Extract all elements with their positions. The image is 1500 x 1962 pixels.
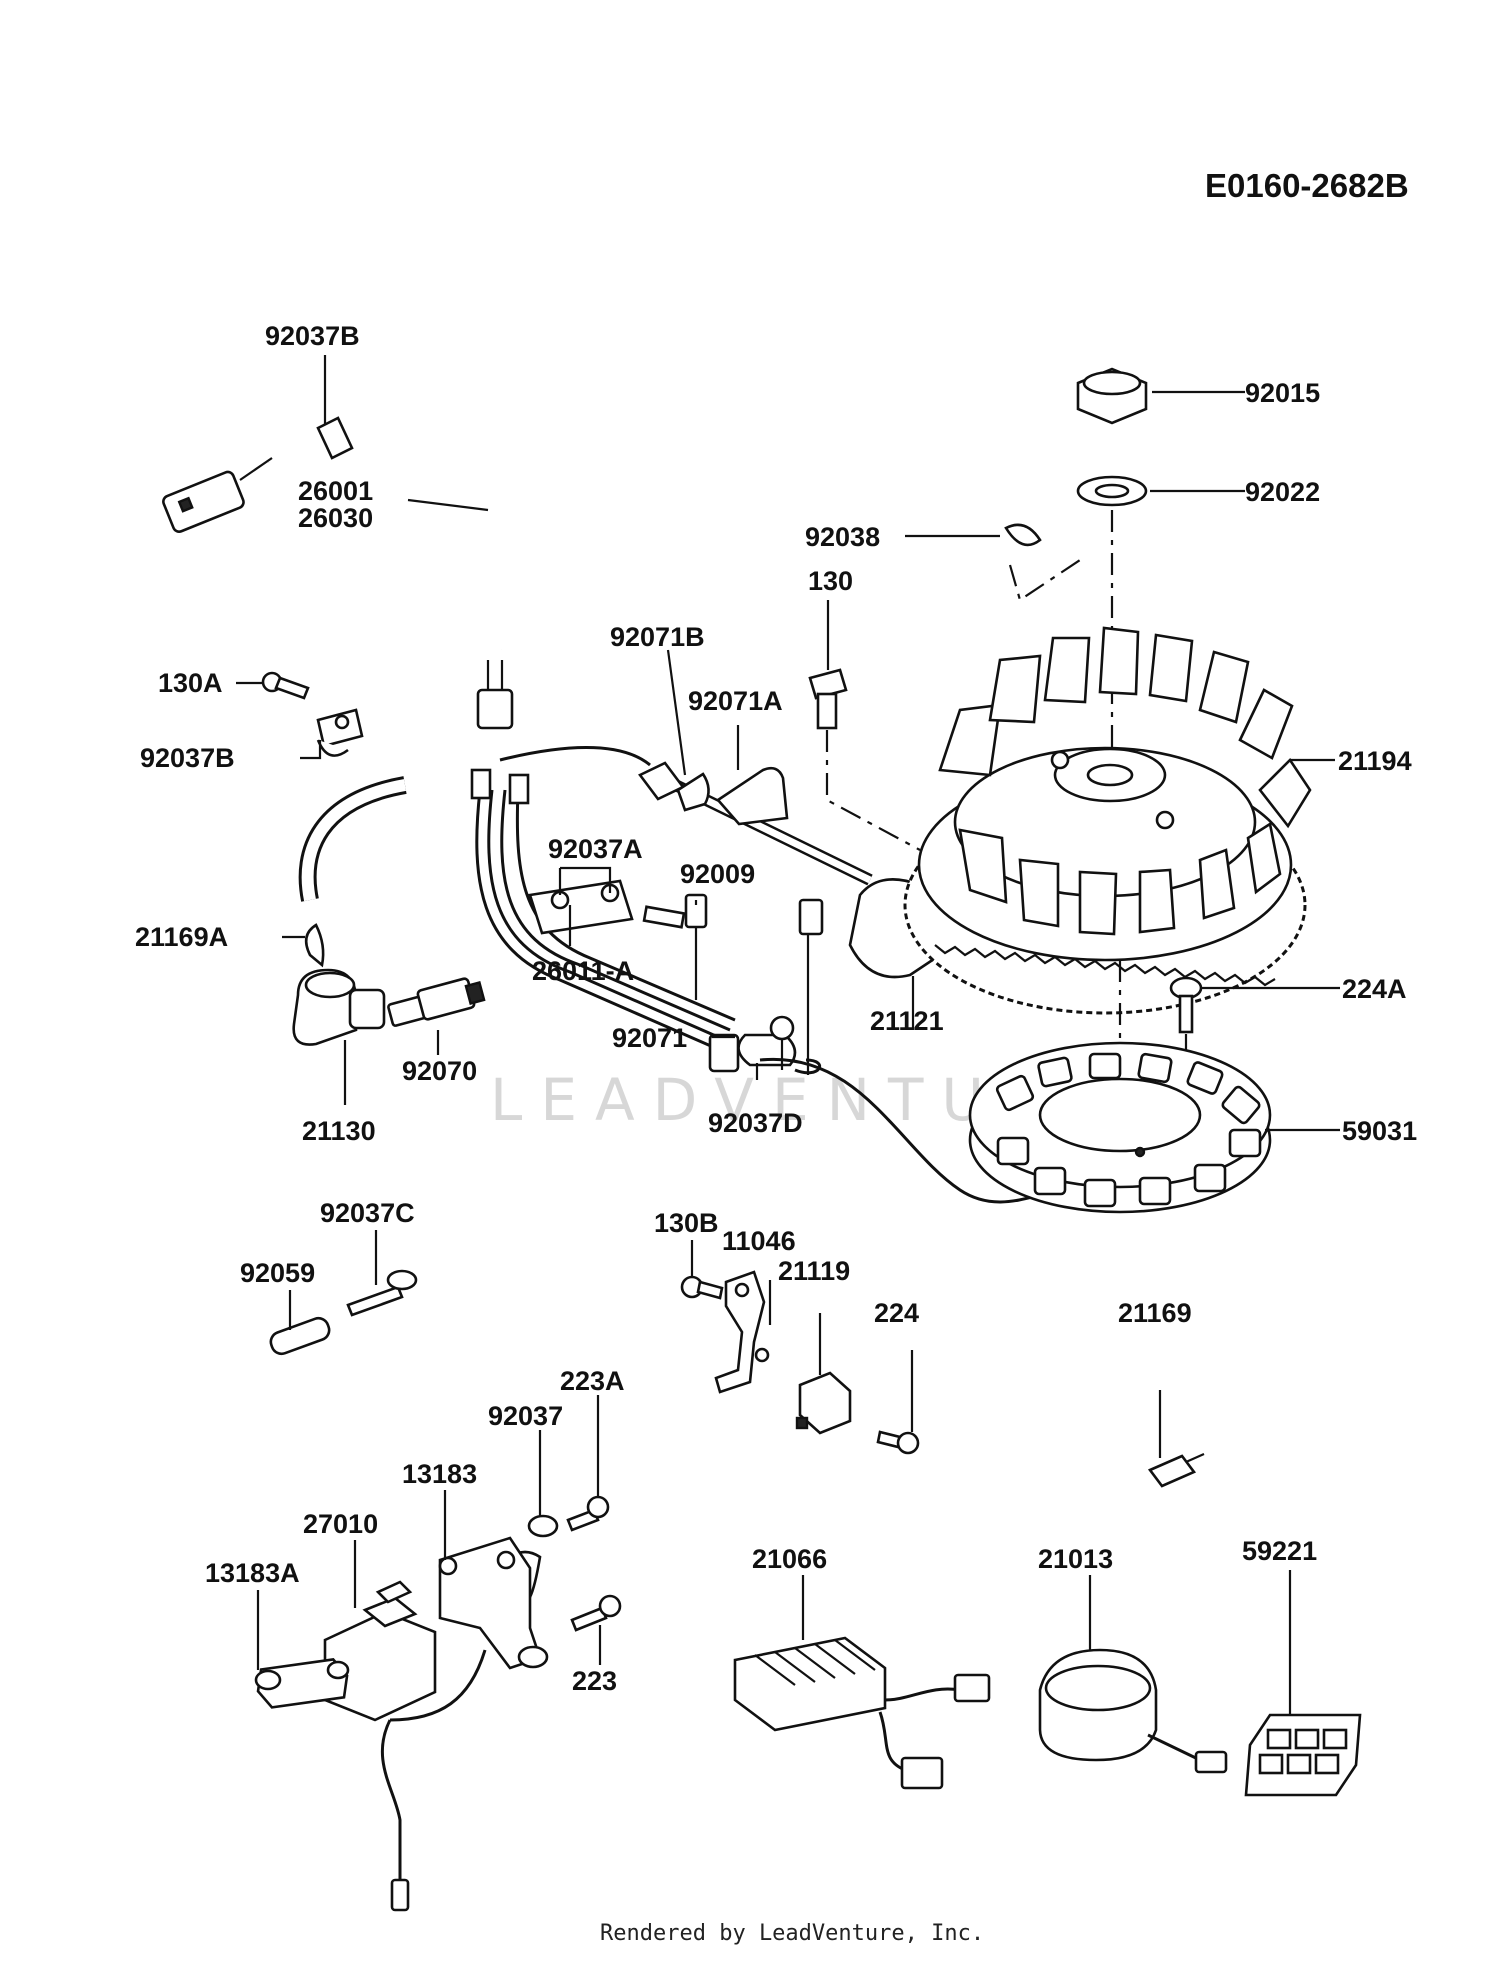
- callout-labels: 92037B 26001 26030 130A 92037B 21169A 21…: [135, 321, 1417, 1696]
- screw-224A: [1169, 976, 1203, 1034]
- plate-13183: [438, 1536, 549, 1670]
- terminal-21169: [1147, 1452, 1205, 1488]
- clamp-92037B-top: [316, 416, 354, 460]
- pin-92059: [269, 1316, 331, 1356]
- bolt-130A: [261, 671, 310, 700]
- regulator-21066: [733, 1636, 991, 1790]
- callout-223A: 223A: [560, 1366, 625, 1396]
- wire-harness-26001: [162, 377, 514, 730]
- screw-224: [876, 1430, 920, 1455]
- diagram-code: E0160-2682B: [1205, 167, 1409, 204]
- washer-92022: [1076, 475, 1148, 507]
- terminal-21169A: [304, 923, 325, 968]
- stator-59031: [968, 1041, 1272, 1214]
- callout-224A: 224A: [1342, 974, 1407, 1004]
- plate-13183A: [254, 1658, 350, 1709]
- callout-130A: 130A: [158, 668, 223, 698]
- plug-cap-21130: [292, 968, 386, 1046]
- callout-26001: 26001: [298, 476, 373, 506]
- callout-92037B-top: 92037B: [265, 321, 360, 351]
- connector-59221: [1244, 1713, 1362, 1797]
- nut-92015: [1076, 367, 1148, 425]
- clamp-92037B-mid: [316, 708, 364, 757]
- bracket-11046: [714, 1270, 770, 1394]
- callout-92022: 92022: [1245, 477, 1320, 507]
- callout-26030: 26030: [298, 503, 373, 533]
- module-21119: [795, 1371, 852, 1435]
- flywheel-21194: [903, 626, 1312, 1015]
- screw-223A: [566, 1495, 610, 1532]
- lead-wire-26011-A: [470, 768, 736, 1052]
- callout-92015: 92015: [1245, 378, 1320, 408]
- callout-21066: 21066: [752, 1544, 827, 1574]
- callout-13183A: 13183A: [205, 1558, 300, 1588]
- callout-59031: 59031: [1342, 1116, 1417, 1146]
- callout-27010: 27010: [303, 1509, 378, 1539]
- callout-92059: 92059: [240, 1258, 315, 1288]
- callout-92037C: 92037C: [320, 1198, 415, 1228]
- callout-130: 130: [808, 566, 853, 596]
- bolt-130B: [680, 1275, 724, 1300]
- callout-92037A: 92037A: [548, 834, 643, 864]
- bolt-130: [808, 668, 848, 730]
- callout-92038: 92038: [805, 522, 880, 552]
- callout-21013: 21013: [1038, 1544, 1113, 1574]
- capacitor-21013: [1038, 1648, 1228, 1774]
- callout-92070: 92070: [402, 1056, 477, 1086]
- callout-21169: 21169: [1118, 1298, 1192, 1328]
- connectors-92009: [684, 893, 824, 1075]
- callout-130B: 130B: [654, 1208, 719, 1238]
- ground-wire: [759, 1057, 1041, 1204]
- callout-13183: 13183: [402, 1459, 477, 1489]
- callout-21194: 21194: [1338, 746, 1412, 776]
- callout-92037B-mid: 92037B: [140, 743, 235, 773]
- ignition-hose: [298, 776, 407, 902]
- callout-92009: 92009: [680, 859, 755, 889]
- callout-21130: 21130: [302, 1116, 376, 1146]
- clamp-92037D: [737, 1033, 797, 1067]
- key-92038: [1004, 523, 1042, 547]
- terminal-92037C: [346, 1269, 418, 1317]
- screw-223: [570, 1594, 622, 1632]
- footer-credit: Rendered by LeadVenture, Inc.: [600, 1921, 984, 1946]
- callout-92071: 92071: [612, 1023, 687, 1053]
- callout-21169A: 21169A: [135, 922, 228, 952]
- callout-92071B: 92071B: [610, 622, 705, 652]
- callout-21119: 21119: [778, 1256, 850, 1286]
- callout-223: 223: [572, 1666, 617, 1696]
- leader-lines: [236, 355, 1340, 1715]
- callout-92037D: 92037D: [708, 1108, 803, 1138]
- callout-92037: 92037: [488, 1401, 563, 1431]
- callout-11046: 11046: [722, 1226, 796, 1256]
- switch-27010: [323, 1580, 487, 1912]
- callout-224: 224: [874, 1298, 919, 1328]
- spark-plug-92070: [387, 977, 486, 1027]
- callout-59221: 59221: [1242, 1536, 1317, 1566]
- callout-26011-A: 26011-A: [532, 956, 634, 986]
- callout-92071A: 92071A: [688, 686, 783, 716]
- grommet-92071: [708, 1033, 740, 1073]
- callout-21121: 21121: [870, 1006, 944, 1036]
